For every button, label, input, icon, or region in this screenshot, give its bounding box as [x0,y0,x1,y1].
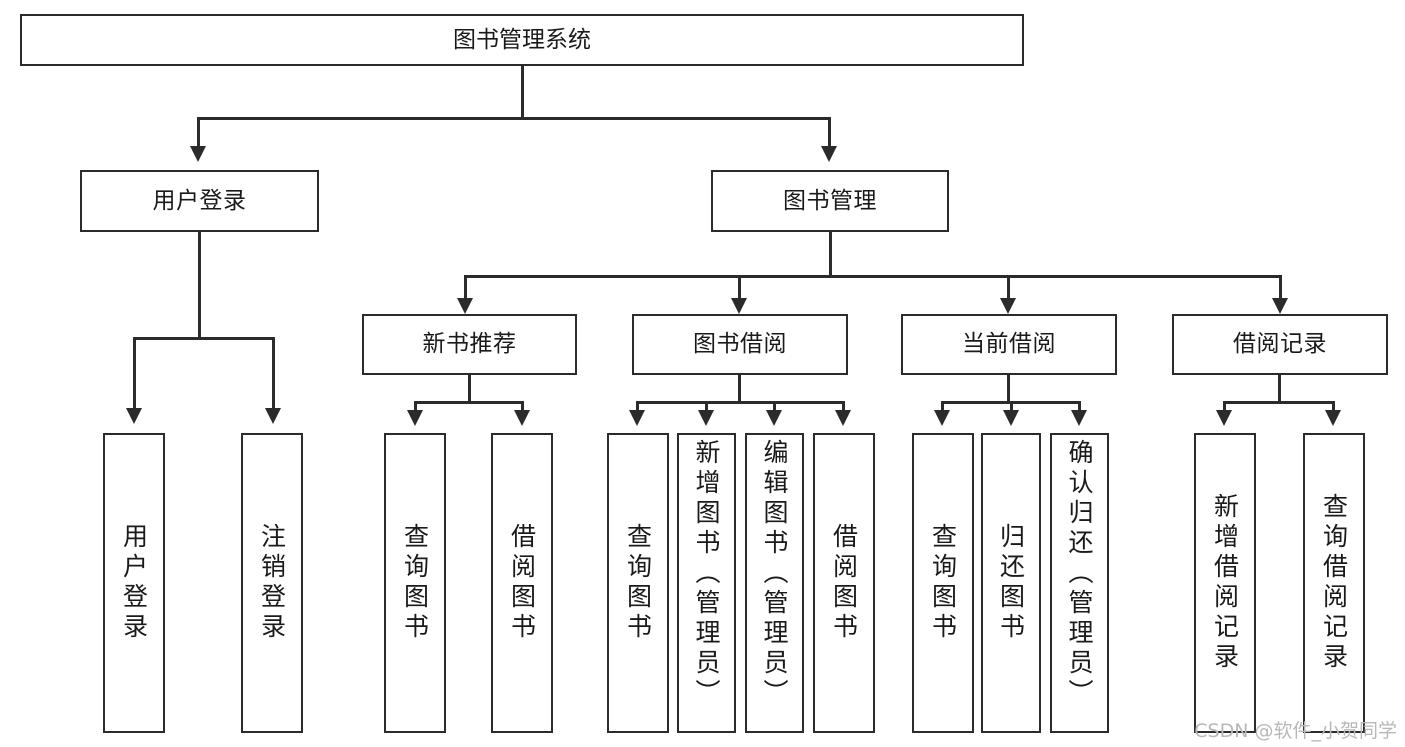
arrow-to-borrow-book-1 [514,410,530,426]
arrow-to-leaf-user-login [126,408,142,424]
arrow-to-confirm-return [1071,410,1087,426]
edge-drop-borrow-record [1279,275,1282,299]
node-label: 图书管理系统 [453,26,591,53]
arrow-to-query-book-3 [934,410,950,426]
leaf-label: 查询图书 [400,523,430,643]
arrow-to-add-borrow-record [1216,410,1232,426]
edge-level2-bus [197,117,831,120]
node-new-book-recommend[interactable]: 新书推荐 [362,314,577,375]
arrow-to-current-borrow [1000,298,1016,314]
leaf-add-borrow-record[interactable]: 新增借阅记录 [1194,433,1256,733]
node-label: 图书借阅 [693,331,787,358]
arrow-to-query-book-1 [407,410,423,426]
edge-drop-query-book-2 [636,401,639,411]
leaf-label: 新增图书（管理员） [692,439,721,709]
leaf-label: 查询图书 [623,523,653,643]
edge-current-borrow-stem [1007,375,1010,403]
edge-drop-borrow-book-2 [842,401,845,411]
node-label: 借阅记录 [1233,331,1327,358]
edge-borrow-record-stem [1278,375,1281,403]
edge-root-stem [521,66,524,118]
edge-drop-current-borrow [1007,275,1010,299]
edge-book-management-stem [829,232,832,277]
edge-level2-drop-book-management [828,117,831,147]
leaf-edit-book-admin[interactable]: 编辑图书（管理员） [745,433,804,733]
node-current-borrow[interactable]: 当前借阅 [901,314,1117,375]
arrow-to-edit-book [766,410,782,426]
edge-user-login-stem [198,232,201,339]
arrow-to-return-book [1003,410,1019,426]
edge-new-book-recommend-stem [468,375,471,403]
node-book-borrow[interactable]: 图书借阅 [632,314,848,375]
arrow-to-user-login [190,146,206,162]
leaf-user-login[interactable]: 用户登录 [103,433,165,733]
edge-level2-drop-user-login [197,117,200,147]
leaf-label: 借阅图书 [507,523,537,643]
node-label: 当前借阅 [962,331,1056,358]
edge-drop-query-book-3 [941,401,944,411]
leaf-borrow-book-borrow[interactable]: 借阅图书 [813,433,875,733]
edge-drop-query-book-1 [414,401,417,411]
edge-drop-add-book [705,401,708,411]
edge-level3-bus [464,275,1282,278]
leaf-label: 新增借阅记录 [1210,493,1240,673]
edge-new-book-recommend-bus [414,401,524,404]
leaf-query-book-current[interactable]: 查询图书 [912,433,974,733]
edge-drop-borrow-book-1 [521,401,524,411]
edge-book-borrow-bus [636,401,845,404]
arrow-to-book-management [821,146,837,162]
leaf-label: 查询图书 [928,523,958,643]
edge-book-borrow-stem [738,375,741,403]
leaf-label: 注销登录 [257,523,287,643]
leaf-label: 确认归还（管理员） [1065,439,1094,709]
leaf-label: 归还图书 [996,523,1026,643]
arrow-to-new-book-recommend [457,298,473,314]
node-root-book-management-system[interactable]: 图书管理系统 [20,14,1024,66]
arrow-to-borrow-record [1272,298,1288,314]
arrow-to-query-borrow-record [1325,410,1341,426]
leaf-add-book-admin[interactable]: 新增图书（管理员） [677,433,736,733]
leaf-return-book[interactable]: 归还图书 [981,433,1041,733]
arrow-to-borrow-book-2 [835,410,851,426]
node-book-management[interactable]: 图书管理 [711,170,949,232]
edge-drop-confirm-return [1078,401,1081,411]
leaf-label: 编辑图书（管理员） [760,439,789,709]
leaf-label: 查询借阅记录 [1319,493,1349,673]
edge-user-login-bus [133,337,275,340]
node-borrow-record[interactable]: 借阅记录 [1172,314,1388,375]
edge-drop-return-book [1010,401,1013,411]
edge-drop-add-borrow-record [1223,401,1226,411]
edge-borrow-record-bus [1223,401,1335,404]
leaf-confirm-return-admin[interactable]: 确认归还（管理员） [1050,433,1109,733]
arrow-to-leaf-logout [265,408,281,424]
edge-drop-query-borrow-record [1332,401,1335,411]
leaf-query-book-recommend[interactable]: 查询图书 [384,433,446,733]
node-label: 新书推荐 [422,331,517,358]
node-label: 图书管理 [783,187,877,214]
edge-drop-edit-book [773,401,776,411]
arrow-to-add-book [698,410,714,426]
leaf-query-book-borrow[interactable]: 查询图书 [607,433,669,733]
edge-drop-book-borrow [738,275,741,299]
leaf-label: 借阅图书 [829,523,859,643]
arrow-to-book-borrow [731,298,747,314]
edge-drop-new-book-recommend [464,275,467,299]
leaf-label: 用户登录 [119,523,149,643]
arrow-to-query-book-2 [629,410,645,426]
edge-drop-leaf-logout [272,337,275,409]
edge-drop-leaf-user-login [133,337,136,409]
leaf-borrow-book-recommend[interactable]: 借阅图书 [491,433,553,733]
node-label: 用户登录 [152,187,247,214]
leaf-query-borrow-record[interactable]: 查询借阅记录 [1303,433,1365,733]
leaf-logout[interactable]: 注销登录 [241,433,303,733]
node-user-login[interactable]: 用户登录 [80,170,319,232]
